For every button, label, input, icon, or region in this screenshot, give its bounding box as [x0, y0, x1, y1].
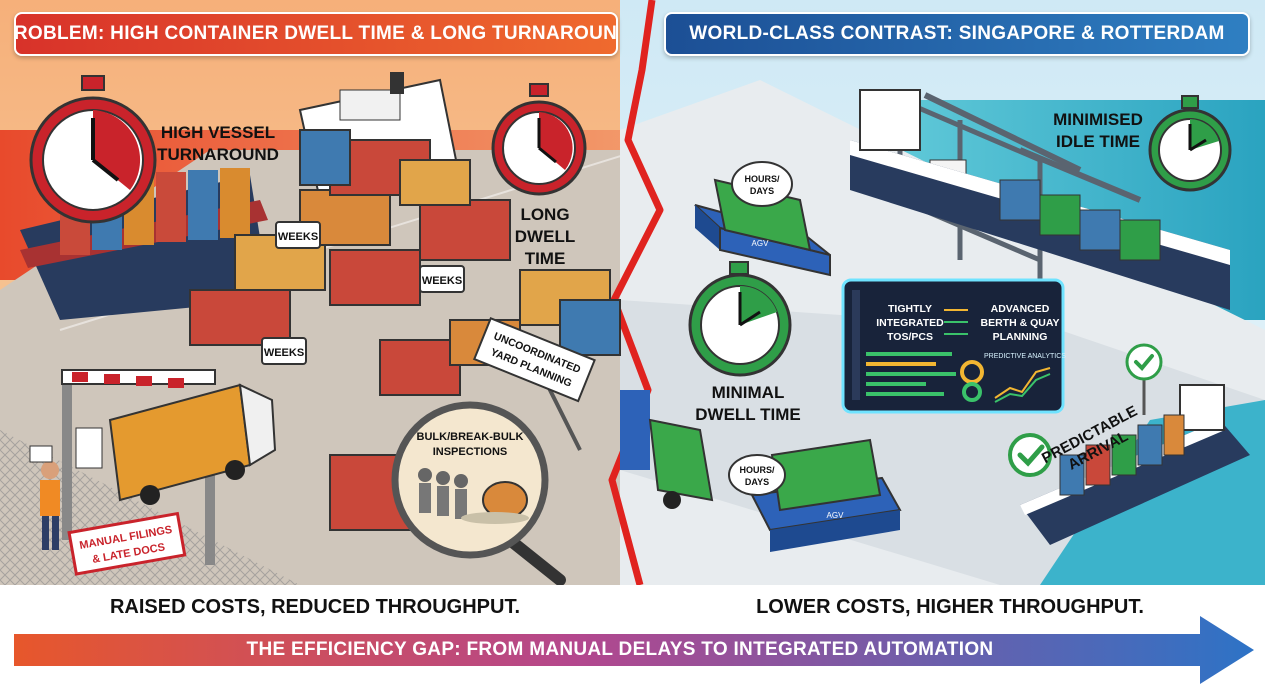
weeks-tag-text: WEEKS [422, 275, 462, 287]
svg-text:INTEGRATED: INTEGRATED [876, 317, 944, 329]
svg-text:PREDICTIVE ANALYTICS: PREDICTIVE ANALYTICS [984, 353, 1066, 360]
agv-label: AGV [752, 239, 770, 248]
vessel-turnaround-label: HIGH VESSEL TURNAROUND [157, 123, 279, 164]
svg-text:IDLE TIME: IDLE TIME [1056, 132, 1140, 151]
hours-days-tag: HOURS/ DAYS [731, 161, 793, 207]
gate-barrier [61, 369, 216, 565]
agv-label: AGV [827, 511, 845, 520]
svg-text:DWELL: DWELL [515, 227, 575, 246]
stopwatch-icon [491, 83, 587, 196]
truck [620, 390, 714, 509]
svg-text:DWELL TIME: DWELL TIME [695, 405, 800, 424]
weeks-tag: WEEKS [261, 337, 307, 365]
svg-text:BERTH & QUAY: BERTH & QUAY [981, 317, 1060, 329]
svg-text:MINIMISED: MINIMISED [1053, 110, 1143, 129]
efficiency-gap-banner: THE EFFICIENCY GAP: FROM MANUAL DELAYS T… [246, 639, 994, 660]
svg-text:TIME: TIME [525, 249, 566, 268]
svg-text:HOURS/: HOURS/ [739, 465, 775, 475]
idle-time-label: MINIMISED IDLE TIME [1053, 110, 1143, 151]
svg-text:MINIMAL: MINIMAL [712, 383, 785, 402]
svg-text:BULK/BREAK-BULK: BULK/BREAK-BULK [417, 431, 524, 443]
stopwatch-icon [1148, 95, 1232, 192]
weeks-tag-text: WEEKS [278, 231, 318, 243]
automated-cargo-ship [850, 89, 1230, 310]
arriving-cargo-ship [1020, 384, 1250, 545]
problem-summary: RAISED COSTS, REDUCED THROUGHPUT. [109, 595, 521, 618]
hours-days-tag: HOURS/ DAYS [728, 454, 786, 496]
truck [108, 383, 277, 505]
svg-text:LONG: LONG [520, 205, 569, 224]
stopwatch-icon [688, 261, 792, 377]
agv-vehicle: AGV [750, 438, 902, 552]
efficiency-gap-arrow [14, 616, 1254, 684]
svg-text:DAYS: DAYS [750, 186, 774, 196]
magnifier-icon: BULK/BREAK-BULK INSPECTIONS [391, 401, 566, 586]
weeks-tag: WEEKS [275, 221, 321, 249]
divider-line [608, 0, 664, 586]
svg-text:TOS/PCS: TOS/PCS [887, 331, 933, 343]
svg-text:INSPECTIONS: INSPECTIONS [433, 446, 508, 458]
check-icon [1008, 433, 1052, 477]
stopwatch-icon [29, 75, 157, 224]
svg-text:TIGHTLY: TIGHTLY [888, 303, 932, 315]
contrast-header: WORLD-CLASS CONTRAST: SINGAPORE & ROTTER… [664, 12, 1250, 56]
weeks-tag-text: WEEKS [264, 347, 304, 359]
yard-planning-sign: UNCOORDINATED YARD PLANNING [472, 316, 596, 451]
svg-text:ADVANCED: ADVANCED [991, 303, 1050, 315]
worker-with-papers [29, 427, 103, 550]
control-dashboard: TIGHTLY INTEGRATED TOS/PCS ADVANCED BERT… [841, 278, 1066, 414]
svg-text:HOURS/: HOURS/ [744, 174, 780, 184]
svg-text:HIGH VESSEL: HIGH VESSEL [161, 123, 275, 142]
weeks-tag: WEEKS [419, 265, 465, 293]
manual-filings-stamp: MANUAL FILINGS & LATE DOCS [67, 511, 187, 576]
svg-text:TURNAROUND: TURNAROUND [157, 145, 279, 164]
check-icon [1125, 343, 1163, 415]
svg-text:PLANNING: PLANNING [993, 331, 1048, 343]
dwell-time-label: LONG DWELL TIME [515, 205, 575, 268]
problem-header: PROBLEM: HIGH CONTAINER DWELL TIME & LON… [14, 12, 618, 56]
contrast-summary: LOWER COSTS, HIGHER THROUGHPUT. [756, 595, 1144, 618]
svg-text:DAYS: DAYS [745, 477, 769, 487]
dwell-time-label: MINIMAL DWELL TIME [695, 383, 800, 424]
